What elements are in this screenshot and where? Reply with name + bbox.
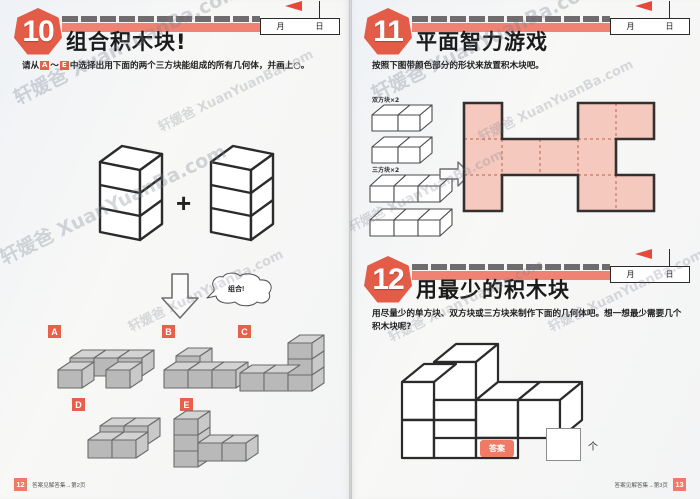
date-box[interactable]: 月 日 [610,18,690,35]
footer-right: 答案见解答集→第3页 13 [615,478,686,491]
date-month-label: 月 [626,270,635,279]
date-day-label: 日 [665,22,674,31]
flag-pole [318,1,320,20]
instruction-text: 按照下图带颜色部分的形状来放置积木块吧。 [372,61,544,71]
solid-rule [412,23,610,32]
option-shape-a [57,340,155,398]
page-number: 12 [14,478,27,491]
problem-number-badge: 10 [14,8,62,55]
problem-number-badge: 11 [364,8,412,55]
piece-triple-2 [368,206,454,242]
option-shape-d [78,412,170,470]
piece-label-triple: 三方块×2 [372,167,400,174]
plus-operator: + [176,188,192,218]
inline-option-e: E [59,61,69,70]
flag-icon [635,249,652,259]
date-day-label: 日 [315,22,324,31]
solid-rule [62,23,260,32]
target-shape-grid [462,101,698,235]
dashed-rule [412,264,610,270]
answer-input[interactable] [546,428,581,461]
inline-option-a: A [40,61,50,70]
instruction-mid: ～ [50,61,59,71]
dashed-rule [412,16,610,22]
speech-bubble: 组合! [206,272,278,308]
page-title: 组合积木块! [66,30,187,54]
instruction-text: 用尽量少的单方块、双方块或三方块来制作下面的几何体吧。想一想最少需要几个积木块呢… [372,309,682,332]
down-arrow-icon [160,272,200,320]
date-box[interactable]: 月 日 [610,266,690,283]
instruction-pre: 请从 [22,61,40,71]
date-month-label: 月 [626,22,635,31]
footer-note: 答案见解答集→第3页 [614,482,668,489]
header-progress-bar: 月 日 [412,1,690,35]
option-chip-e[interactable]: E [180,398,193,411]
piece-double-2 [370,135,436,169]
tower-block-1 [94,140,168,244]
option-shape-e [166,405,266,473]
tower-block-2 [205,140,279,244]
problem-number-badge: 12 [364,256,412,303]
flag-icon [635,1,652,11]
header-progress-bar: 月 日 [62,1,340,35]
page-title: 平面智力游戏 [416,30,548,54]
date-day-label: 日 [665,270,674,279]
flag-icon [285,1,302,11]
header-problem-12: 12 月 日 用最少的积木块 [350,248,700,306]
piece-double-1 [370,103,436,137]
option-chip-c[interactable]: C [238,325,251,338]
date-box[interactable]: 月 日 [260,18,340,35]
footer-note: 答案见解答集→第2页 [32,482,86,489]
option-shape-c [232,333,332,403]
answer-unit: 个 [588,442,598,453]
piece-triple-1 [368,172,454,208]
piece-label-double: 双方块×2 [372,97,400,104]
book-gutter [349,0,352,499]
flag-pole [668,249,670,268]
header-progress-bar: 月 日 [412,249,690,283]
page-title: 用最少的积木块 [416,278,570,302]
footer-left: 12 答案见解答集→第2页 [14,478,85,491]
solid-rule [412,271,610,280]
dashed-rule [62,16,260,22]
right-page: 11 月 日 平面智力游戏 按照下图带颜色部分的形状来放置积木块吧。 双方块×2 [350,0,700,499]
option-shape-b [154,340,250,398]
answer-label: 答案 [480,440,514,457]
option-chip-b[interactable]: B [162,325,175,338]
instruction-post: 中选择出用下面的两个三方块能组成的所有几何体，并画上○。 [69,61,310,71]
flag-pole [668,1,670,20]
date-month-label: 月 [276,22,285,31]
bubble-text: 组合! [228,286,245,293]
option-chip-a[interactable]: A [48,325,61,338]
option-chip-d[interactable]: D [72,398,85,411]
header-problem-10: 10 月 日 组合积木块! [0,0,350,58]
header-problem-11: 11 月 日 平面智力游戏 [350,0,700,58]
page-number: 13 [673,478,686,491]
